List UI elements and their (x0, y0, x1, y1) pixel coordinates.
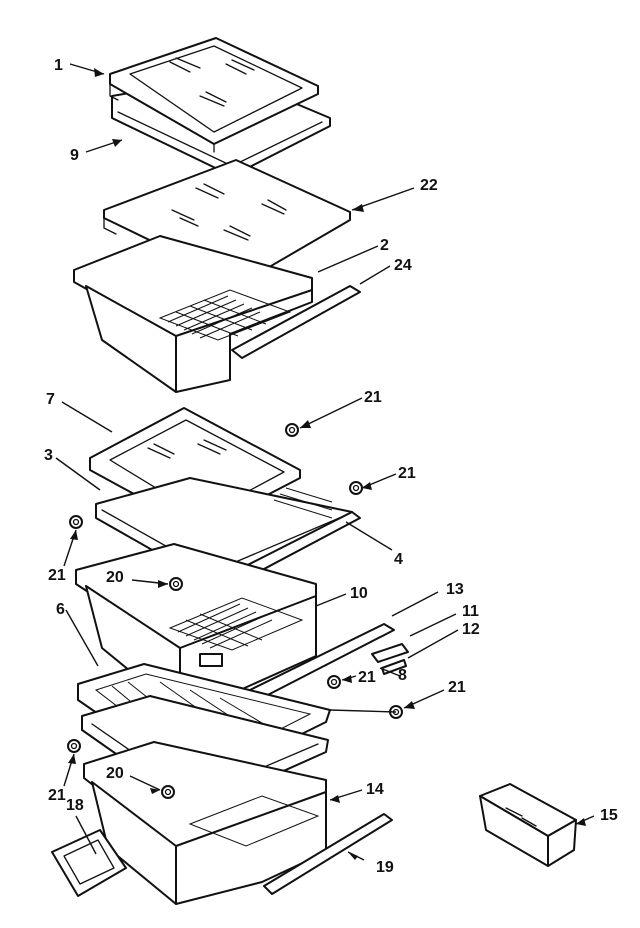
callout-21-e: 21 (448, 679, 466, 696)
part-2-crisper-drawer (73, 235, 313, 393)
callout-18: 18 (66, 797, 84, 814)
callout-20-b: 20 (106, 765, 124, 782)
callout-11: 11 (462, 603, 479, 620)
callout-20-a: 20 (106, 569, 124, 586)
callout-8: 8 (398, 667, 407, 684)
part-1-glass-shelf (109, 37, 319, 153)
callout-13: 13 (446, 581, 464, 598)
part-18-label-panel (51, 829, 127, 897)
callout-19: 19 (376, 859, 394, 876)
callout-6: 6 (56, 601, 65, 618)
callout-1: 1 (54, 57, 63, 74)
callout-9: 9 (70, 147, 79, 164)
fastener-21f (67, 739, 81, 753)
part-19-rail (263, 813, 393, 895)
callout-22: 22 (420, 177, 438, 194)
fastener-21c (69, 515, 83, 529)
callout-14: 14 (366, 781, 384, 798)
fastener-20b (161, 785, 175, 799)
callout-21-d: 21 (358, 669, 376, 686)
callout-24: 24 (394, 257, 412, 274)
fastener-20a (169, 577, 183, 591)
part-14-crisper-drawer (83, 741, 327, 905)
callout-labels: 1 9 22 2 24 21 7 3 21 4 21 20 10 13 11 6… (44, 57, 618, 876)
callout-12: 12 (462, 621, 480, 638)
callout-3: 3 (44, 447, 53, 464)
leader-lines (55, 63, 595, 861)
callout-21-b: 21 (398, 465, 416, 482)
callout-15: 15 (600, 807, 618, 824)
fastener-21a (285, 423, 299, 437)
fastener-21d (327, 675, 341, 689)
callout-7: 7 (46, 391, 55, 408)
callout-21-f: 21 (48, 787, 66, 804)
callout-4: 4 (394, 551, 403, 568)
callout-10: 10 (350, 585, 368, 602)
part-11-bracket (371, 643, 409, 663)
callout-21-c: 21 (48, 567, 66, 584)
part-15-utility-bin (479, 783, 577, 867)
callout-2: 2 (380, 237, 389, 254)
callout-21-a: 21 (364, 389, 382, 406)
part-24-rail (231, 285, 361, 359)
fastener-21b (349, 481, 363, 495)
